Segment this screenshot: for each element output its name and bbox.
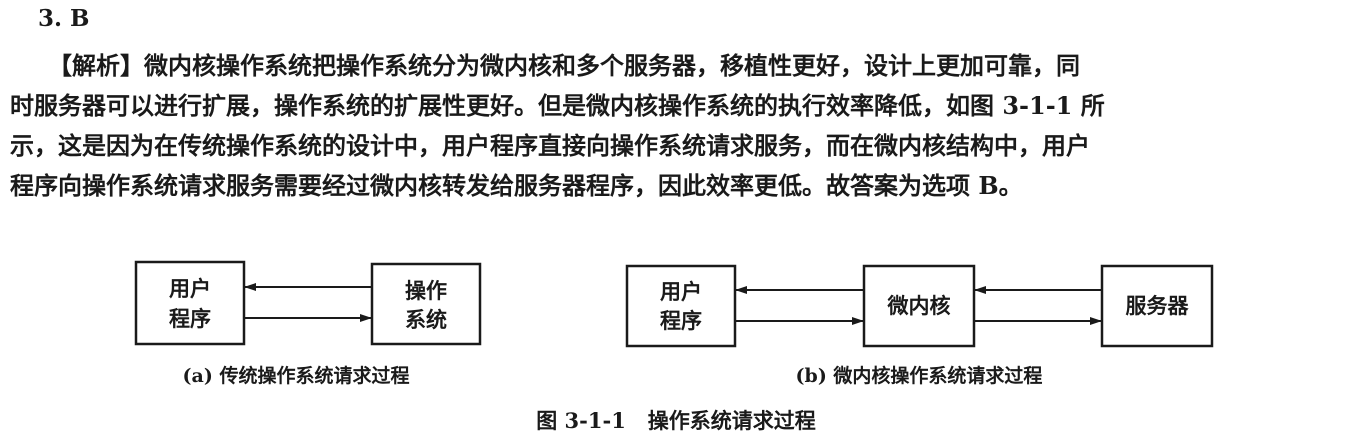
diagram-a-os-label-line1: 操作 [405, 279, 447, 303]
diagram-b-server-box [1100, 264, 1214, 348]
figure-title: 图 3-1-1 操作系统请求过程 [536, 408, 816, 433]
diagram-a-os-box [370, 262, 482, 346]
diagram-a-user-program-box [134, 260, 246, 346]
diagram-a-caption: (a) 传统操作系统请求过程 [183, 364, 410, 387]
diagram-a-user-label-line2: 程序 [169, 307, 211, 331]
diagram-b-user-label-line1: 用户 [660, 280, 702, 304]
diagram-b: 用户 程序 微内核 服务器 (b) 微内核操作系统请求过程 [625, 264, 1214, 387]
explanation-paragraph: 【解析】微内核操作系统把操作系统分为微内核和多个服务器，移植性更好，设计上更加可… [10, 46, 1345, 206]
explanation-line: 示，这是因为在传统操作系统的设计中，用户程序直接向操作系统请求服务，而在微内核结… [10, 131, 1090, 160]
diagram-b-microkernel-box [862, 264, 976, 348]
diagram-b-user-program-box [625, 264, 737, 348]
explanation-line: 时服务器可以进行扩展，操作系统的扩展性更好。但是微内核操作系统的执行效率降低，如… [10, 91, 1105, 120]
diagram-a: 用户 程序 操作 系统 (a) 传统操作系统请求过程 [134, 260, 482, 387]
diagram-a-os-label-line2: 系统 [405, 308, 447, 332]
answer-label: 3. B [38, 5, 90, 32]
diagram-a-user-label-line1: 用户 [169, 277, 211, 301]
diagram-b-caption: (b) 微内核操作系统请求过程 [796, 364, 1043, 387]
explanation-line: 【解析】微内核操作系统把操作系统分为微内核和多个服务器，移植性更好，设计上更加可… [48, 51, 1080, 80]
diagram-b-microkernel-label: 微内核 [887, 294, 951, 318]
explanation-line: 程序向操作系统请求服务需要经过微内核转发给服务器程序，因此效率更低。故答案为选项… [10, 171, 1023, 200]
diagram-b-user-label-line2: 程序 [660, 309, 702, 333]
diagram-b-server-label: 服务器 [1126, 294, 1190, 318]
